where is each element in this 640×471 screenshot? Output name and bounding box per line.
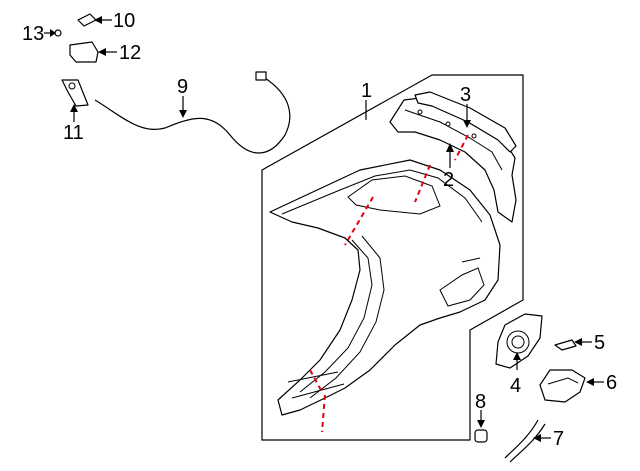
callout-3: 3 [460,84,471,106]
callout-4: 4 [510,375,521,397]
cut-lines [309,134,469,433]
quarter-panel [269,159,501,416]
cap [77,13,97,27]
callout-labels: 1 2 3 4 5 6 7 8 9 10 11 12 13 [22,10,617,450]
quarter-panel-frame [261,74,524,441]
callout-13: 13 [22,23,44,45]
callout-12: 12 [119,42,141,64]
callout-10: 10 [113,10,135,32]
clip [554,339,577,351]
fuel-door-housing [495,313,543,369]
release-cable [94,71,291,154]
release-lever [61,79,89,107]
callout-1: 1 [361,80,372,102]
callout-8: 8 [475,391,486,413]
fuel-door [539,369,586,403]
lever-handle [69,41,99,63]
inner-panel-assembly [389,91,517,223]
callout-2: 2 [443,169,454,191]
callout-9: 9 [177,76,188,98]
callout-11: 11 [63,122,84,144]
callout-6: 6 [606,372,617,394]
spring [504,419,546,463]
grommet [474,429,488,443]
leader-lines [44,16,604,442]
callout-7: 7 [553,428,564,450]
callout-5: 5 [594,332,605,354]
